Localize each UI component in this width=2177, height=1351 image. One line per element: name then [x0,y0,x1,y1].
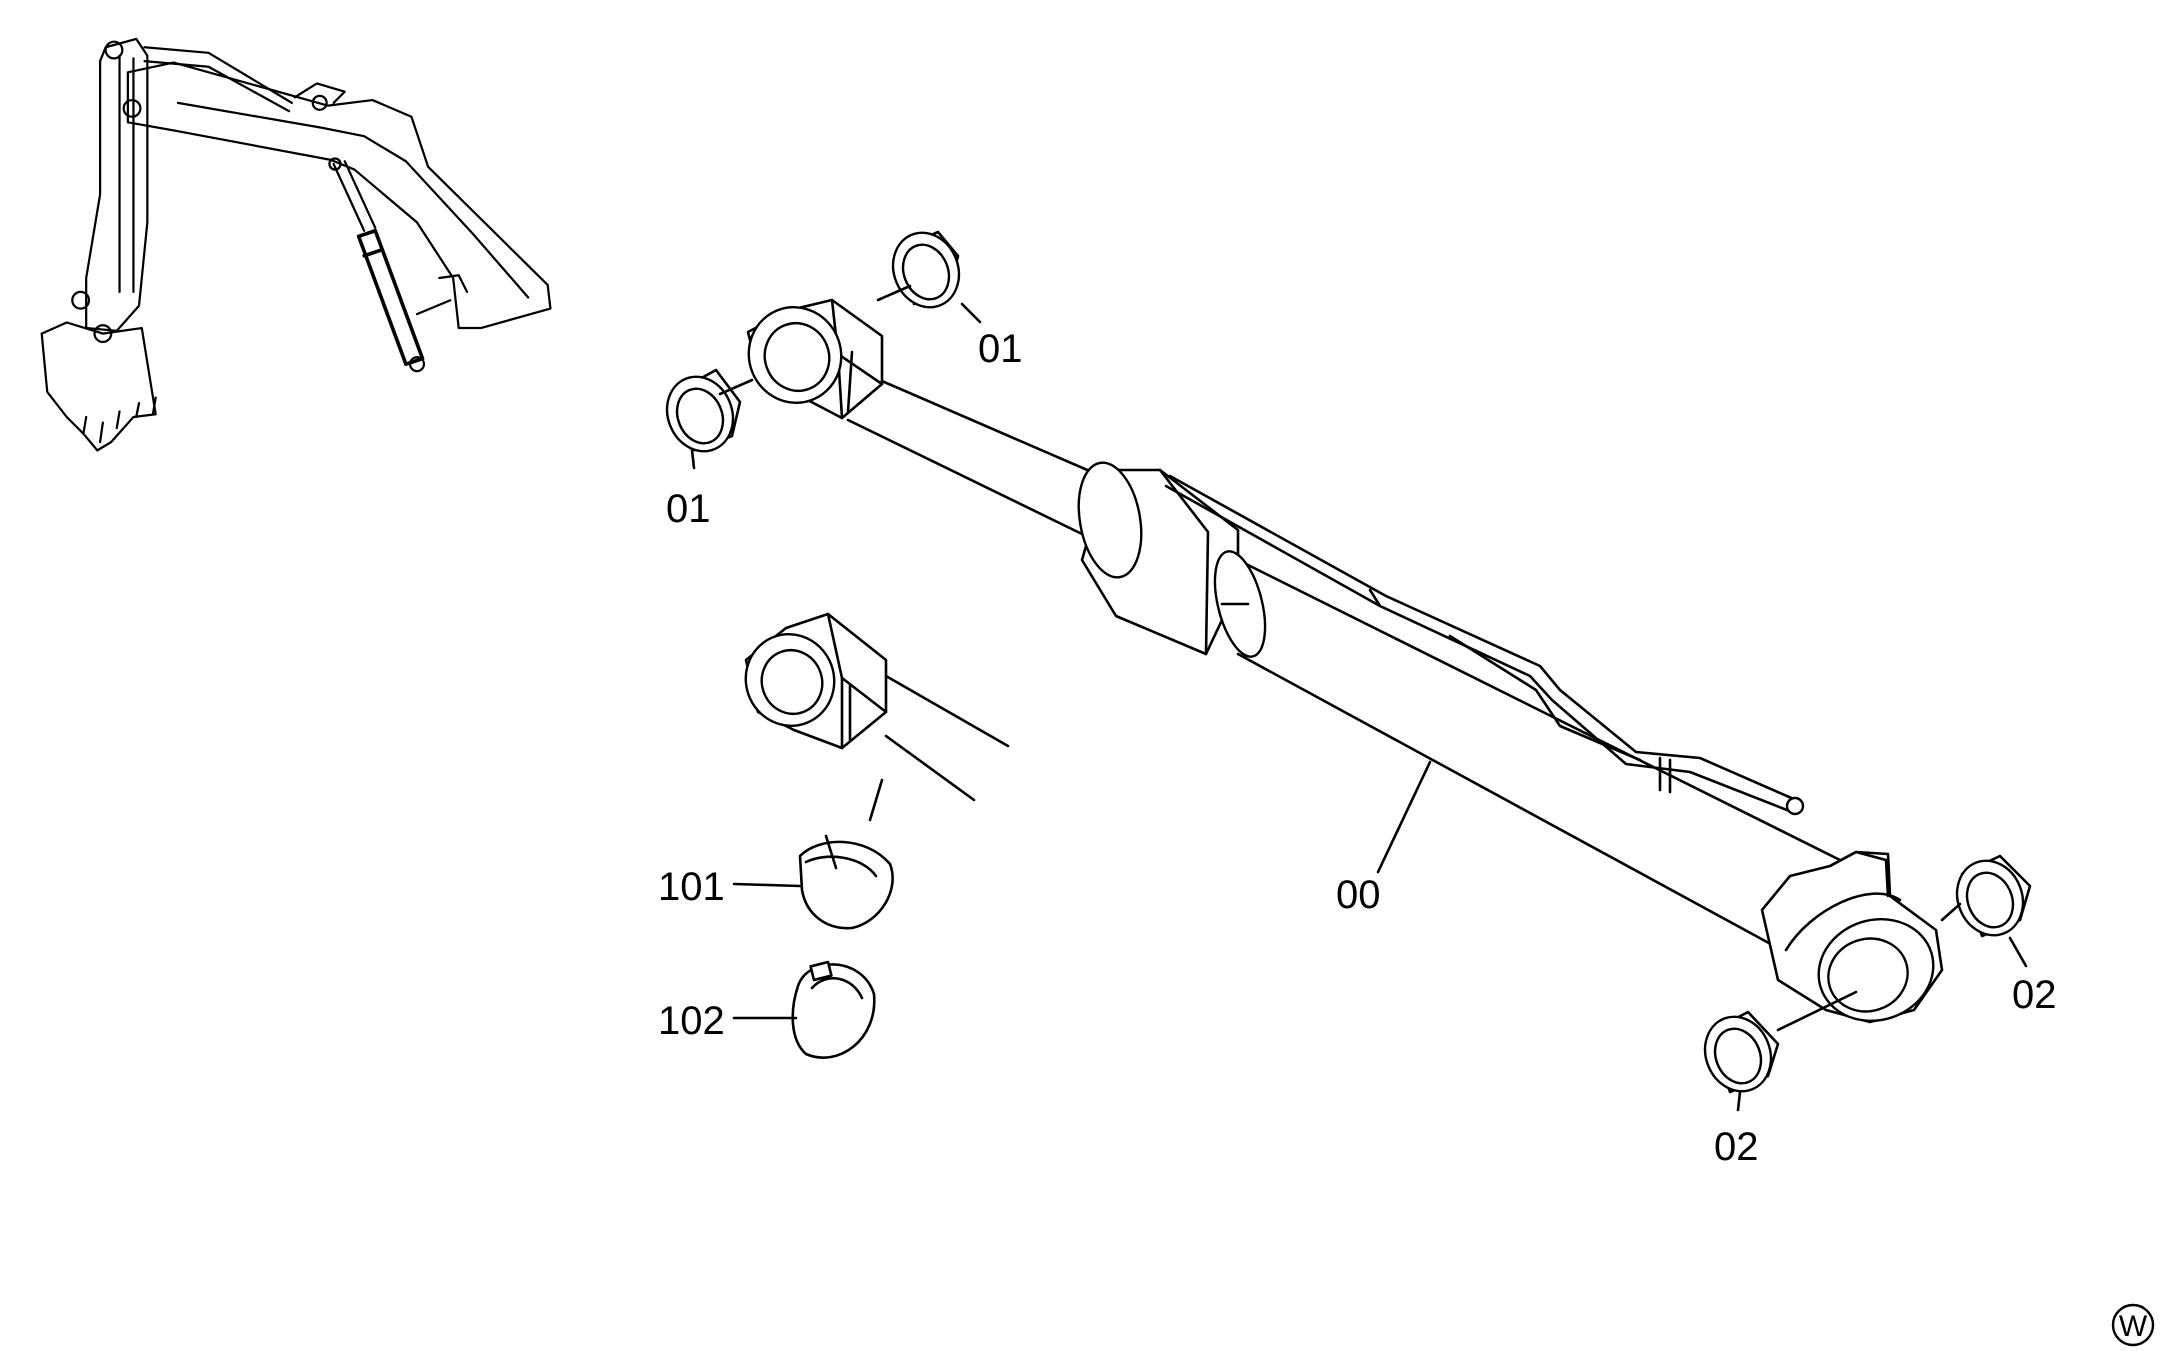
corner-mark: W [2111,1303,2155,1347]
label-102: 102 [658,999,725,1043]
label-02-right: 02 [2012,973,2057,1017]
excavator-arm-locator-icon [40,37,552,452]
seal-102 [791,960,876,1059]
bushing-02-right [1955,854,2032,938]
label-101: 101 [658,865,725,909]
cylinder-assembly [746,298,1944,1024]
leader-lines [690,284,2028,1112]
label-01-lower: 01 [666,487,711,531]
seal-101 [798,834,894,930]
label-01-upper: 01 [978,327,1023,371]
bushing-01-lower [665,368,742,453]
label-02-lower: 02 [1714,1125,1759,1169]
bushing-02-lower [1703,1010,1780,1094]
corner-mark-letter: W [2119,1310,2148,1343]
bushing-01-upper [891,230,961,309]
detail-rod-eye [744,612,1010,802]
label-00: 00 [1336,873,1381,917]
